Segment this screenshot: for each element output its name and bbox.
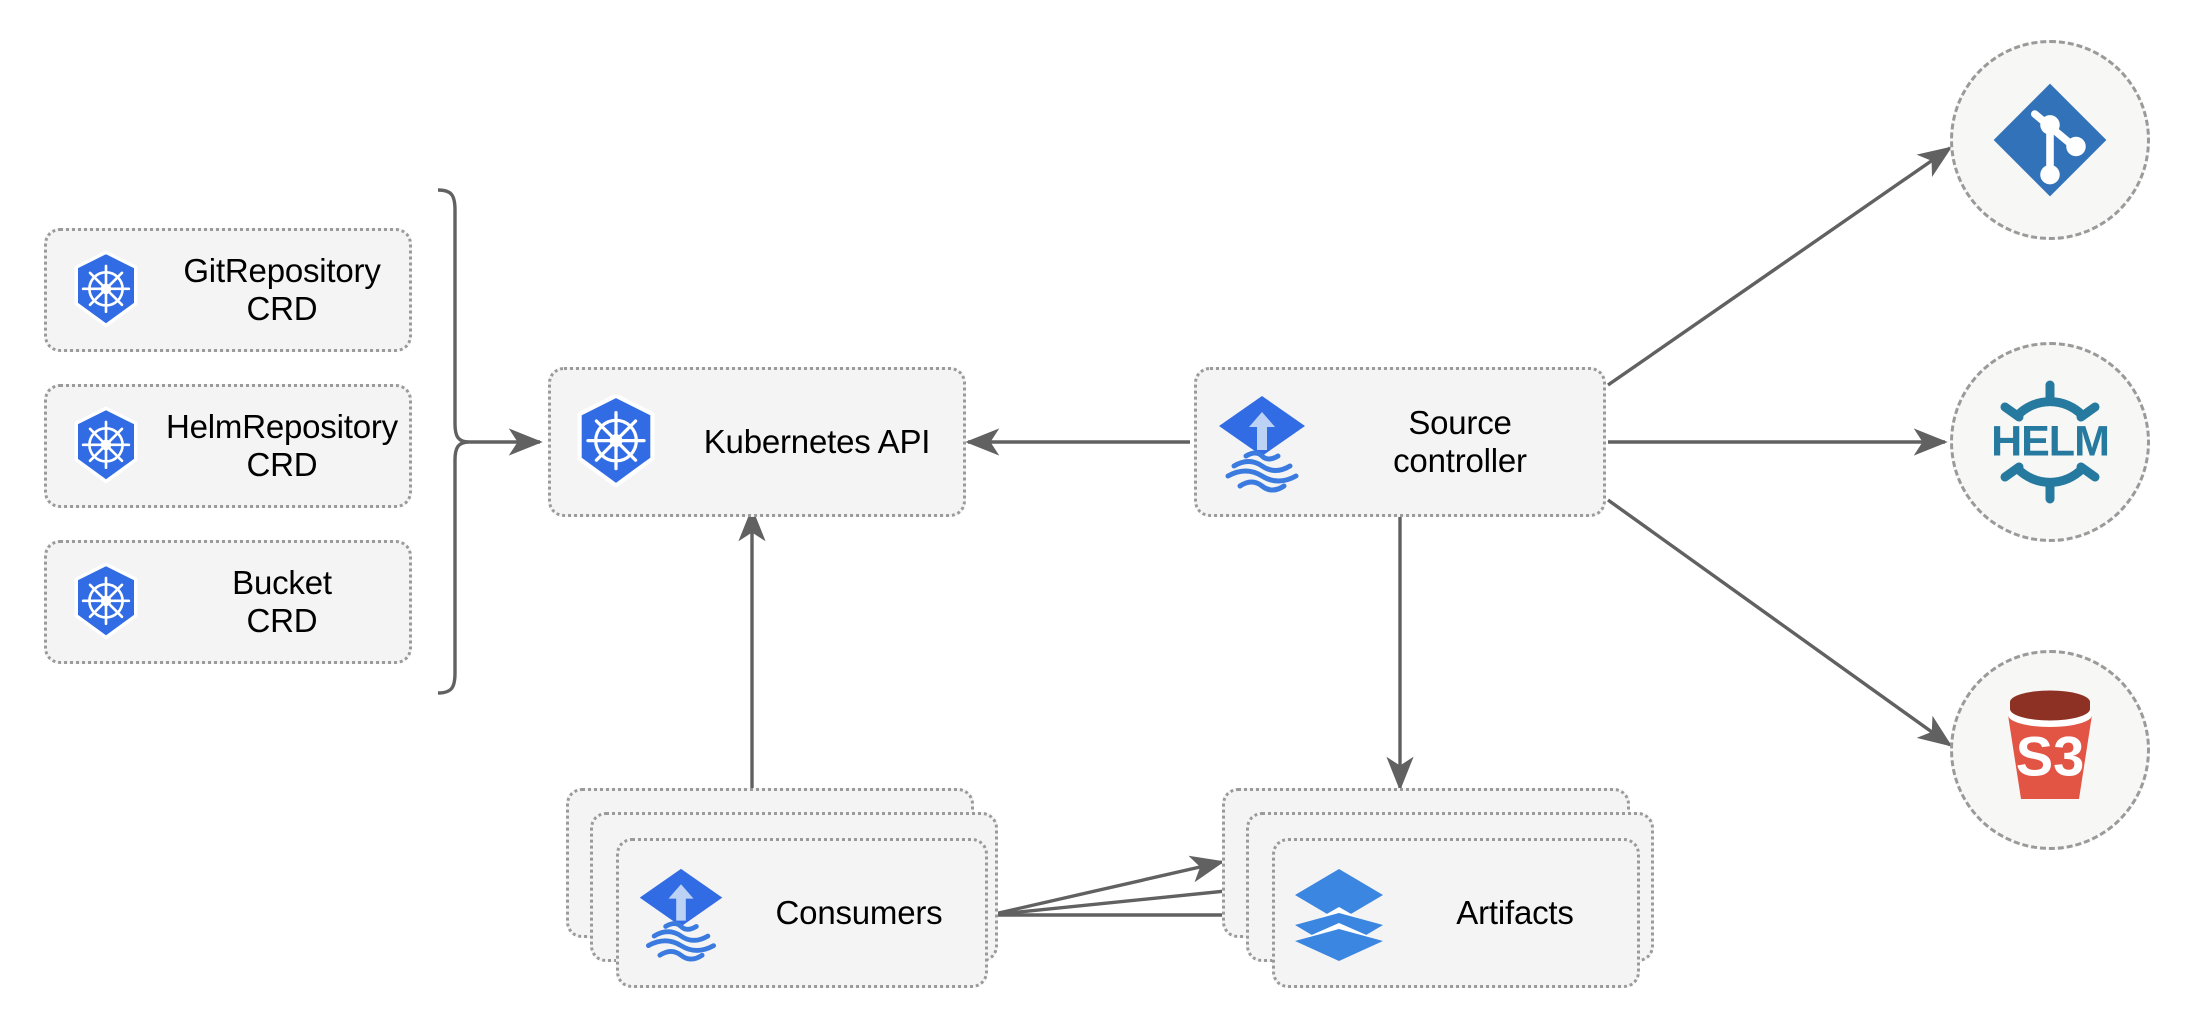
node-artifacts[interactable]: Artifacts [1272, 838, 1640, 988]
node-kubernetes-api[interactable]: Kubernetes API [548, 367, 966, 517]
node-label: Source controller [1393, 403, 1527, 479]
node-label: Kubernetes API [703, 422, 931, 460]
node-consumers[interactable]: Consumers [616, 838, 988, 988]
crd-card-label: Bucket CRD [232, 563, 332, 639]
kubernetes-icon [47, 406, 165, 486]
crd-card-bucket[interactable]: Bucket CRD [44, 540, 412, 664]
kubernetes-icon [551, 393, 681, 491]
crd-card-label: GitRepository CRD [183, 251, 381, 327]
layers-icon [1275, 861, 1403, 965]
source-circle-git[interactable] [1950, 40, 2150, 240]
kubernetes-icon [47, 562, 165, 642]
kubernetes-icon [47, 250, 165, 330]
edge-consumers-to-artifact-1 [989, 855, 1225, 917]
crd-bracket [437, 188, 470, 695]
helm-wordmark: HELM [1991, 417, 2110, 466]
edge-consumers-to-artifact-2 [989, 877, 1258, 917]
s3-icon: S3 [1975, 675, 2125, 825]
edge-source-to-git [1607, 146, 1953, 387]
source-circle-helm[interactable]: HELM [1950, 342, 2150, 542]
edge-source-to-s3 [1607, 498, 1953, 747]
flux-icon [619, 863, 743, 963]
node-label: Consumers [775, 893, 943, 931]
git-icon [1993, 83, 2107, 197]
crd-card-helmrepository[interactable]: HelmRepository CRD [44, 384, 412, 508]
flux-icon [1197, 390, 1327, 494]
s3-wordmark: S3 [2015, 724, 2085, 788]
node-label: Artifacts [1456, 893, 1574, 931]
source-circle-s3[interactable]: S3 [1950, 650, 2150, 850]
crd-card-label: HelmRepository CRD [166, 407, 398, 483]
crd-card-gitrepository[interactable]: GitRepository CRD [44, 228, 412, 352]
helm-icon: HELM [1975, 367, 2125, 517]
node-source-controller[interactable]: Source controller [1194, 367, 1606, 517]
